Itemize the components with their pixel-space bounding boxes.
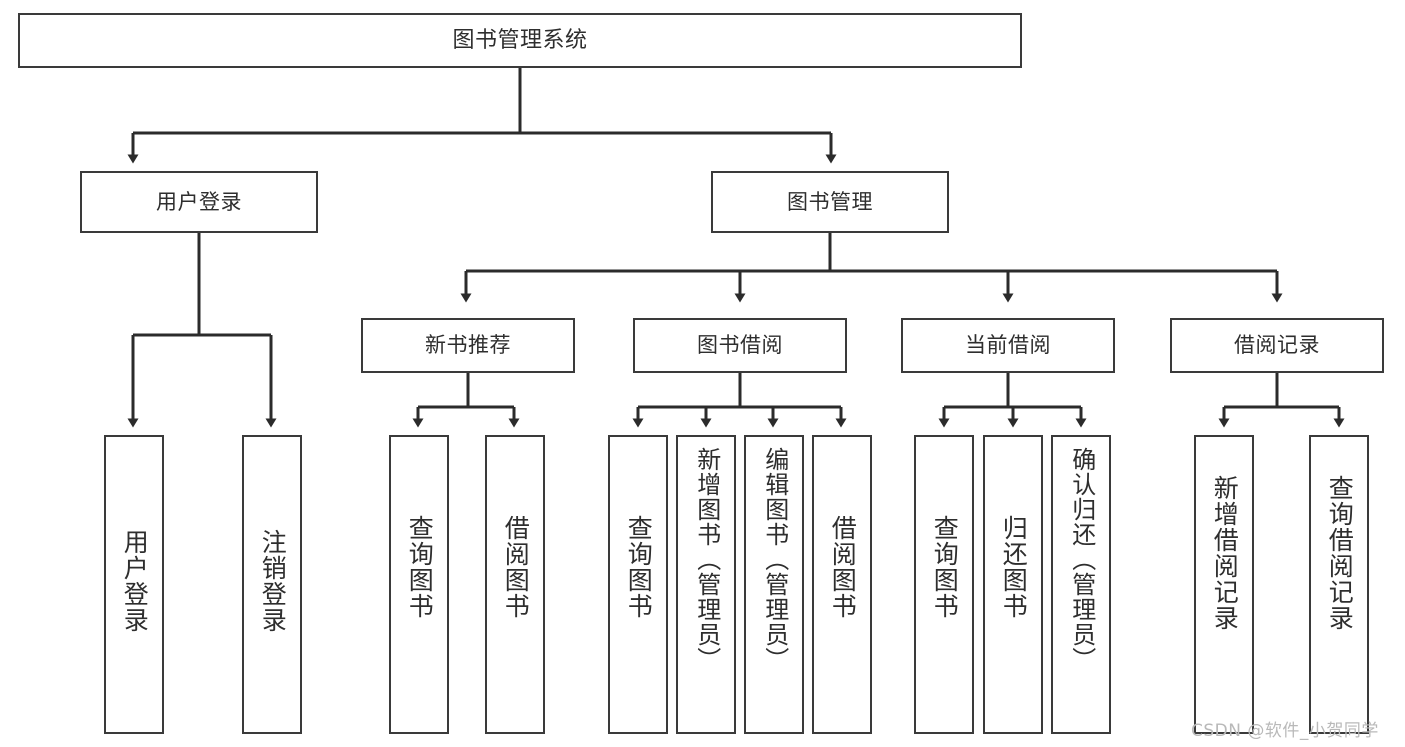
node-book-manage-label: 图书管理 (787, 189, 873, 214)
watermark-text: CSDN @软件_小贺同学 (1191, 721, 1379, 741)
node-new-book-recommend-label: 新书推荐 (425, 333, 511, 358)
leaf-borrow-record-1[interactable]: 新增借阅记录 (1194, 435, 1254, 734)
node-user-login-label: 用户登录 (156, 189, 242, 214)
node-borrow-record-label: 借阅记录 (1234, 333, 1320, 358)
leaf-borrow-record-2[interactable]: 查询借阅记录 (1309, 435, 1369, 734)
node-book-manage[interactable]: 图书管理 (711, 171, 949, 233)
leaf-user-login-2[interactable]: 注销登录 (242, 435, 302, 734)
leaf-current-borrow-2-label: 归还图书 (999, 515, 1029, 619)
leaf-user-login-2-label: 注销登录 (258, 529, 288, 633)
node-book-borrow-label: 图书借阅 (697, 333, 783, 358)
leaf-user-login-1[interactable]: 用户登录 (104, 435, 164, 734)
node-new-book-recommend[interactable]: 新书推荐 (361, 318, 575, 373)
leaf-current-borrow-2[interactable]: 归还图书 (983, 435, 1043, 734)
leaf-book-borrow-2-label: 新增图书（管理员） (692, 447, 721, 672)
leaf-book-borrow-1[interactable]: 查询图书 (608, 435, 668, 734)
node-book-borrow[interactable]: 图书借阅 (633, 318, 847, 373)
leaf-book-borrow-4-label: 借阅图书 (828, 515, 858, 619)
leaf-user-login-1-label: 用户登录 (120, 529, 150, 633)
leaf-current-borrow-3-label: 确认归还（管理员） (1067, 447, 1096, 672)
leaf-new-book-1-label: 查询图书 (405, 515, 435, 619)
leaf-current-borrow-1-label: 查询图书 (930, 515, 960, 619)
leaf-book-borrow-2[interactable]: 新增图书（管理员） (676, 435, 736, 734)
leaf-borrow-record-2-label: 查询借阅记录 (1325, 475, 1355, 631)
leaf-book-borrow-3-label: 编辑图书（管理员） (760, 447, 789, 672)
leaf-book-borrow-1-label: 查询图书 (624, 515, 654, 619)
leaf-new-book-2[interactable]: 借阅图书 (485, 435, 545, 734)
leaf-borrow-record-1-label: 新增借阅记录 (1210, 475, 1240, 631)
node-borrow-record[interactable]: 借阅记录 (1170, 318, 1384, 373)
node-current-borrow[interactable]: 当前借阅 (901, 318, 1115, 373)
leaf-current-borrow-3[interactable]: 确认归还（管理员） (1051, 435, 1111, 734)
node-current-borrow-label: 当前借阅 (965, 333, 1051, 358)
leaf-current-borrow-1[interactable]: 查询图书 (914, 435, 974, 734)
node-root-system-label: 图书管理系统 (452, 27, 588, 53)
node-user-login[interactable]: 用户登录 (80, 171, 318, 233)
node-root-system[interactable]: 图书管理系统 (18, 13, 1022, 68)
leaf-book-borrow-3[interactable]: 编辑图书（管理员） (744, 435, 804, 734)
leaf-new-book-1[interactable]: 查询图书 (389, 435, 449, 734)
leaf-new-book-2-label: 借阅图书 (501, 515, 531, 619)
leaf-book-borrow-4[interactable]: 借阅图书 (812, 435, 872, 734)
